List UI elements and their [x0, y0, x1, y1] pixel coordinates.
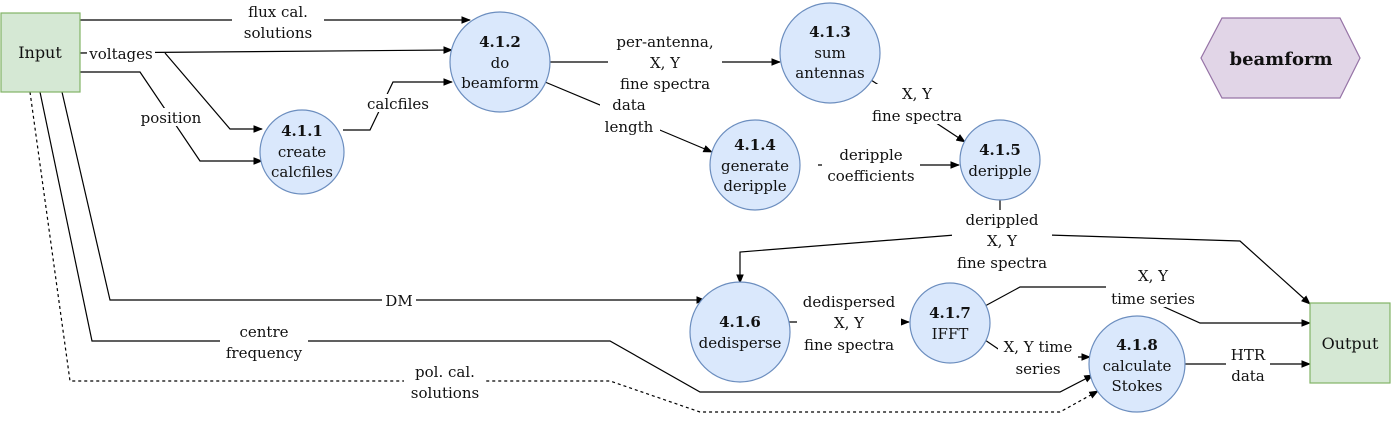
- flow-label-dm-text: DM: [385, 292, 412, 310]
- flow-label-pol-cal-line2: solutions: [411, 384, 479, 402]
- flow-label-dedispersed-line2: X, Y: [834, 314, 865, 332]
- flow-label-per-antenna-line3: fine spectra: [620, 75, 710, 93]
- flow-dm-line: [61, 91, 706, 304]
- flow-label-data-length-line2: length: [605, 118, 654, 136]
- flow-label-per-antenna: per-antenna, X, Y fine spectra: [608, 32, 722, 94]
- flow-label-data-length-line1: data: [612, 96, 646, 114]
- flow-derippled-to-output-line: [1047, 234, 1311, 305]
- process-4-1-7-line1: IFFT: [932, 325, 969, 343]
- input-label: Input: [18, 43, 62, 62]
- process-4-1-4: 4.1.4 generate deripple: [709, 119, 801, 211]
- flow-label-deripple-coeff: deripple coefficients: [822, 145, 920, 185]
- flow-label-time-series-line2: series: [1015, 360, 1060, 378]
- output-label: Output: [1322, 334, 1379, 353]
- beamform-tag-label: beamform: [1229, 49, 1332, 70]
- process-4-1-4-id: 4.1.4: [734, 136, 776, 154]
- flow-label-time-series-out-line2: time series: [1111, 290, 1195, 308]
- flow-label-deripple-coeff-line2: coefficients: [827, 167, 914, 185]
- flow-label-htr-line1: HTR: [1231, 346, 1266, 364]
- flow-label-pol-cal: pol. cal. solutions: [404, 362, 486, 402]
- flow-label-deripple-coeff-line1: deripple: [839, 146, 902, 164]
- flow-label-xy-fine: X, Y fine spectra: [868, 84, 966, 125]
- flow-label-calcfiles-text: calcfiles: [367, 95, 429, 113]
- flow-label-time-series-out: X, Y time series: [1106, 265, 1200, 308]
- process-4-1-6-line1: dedisperse: [699, 334, 782, 352]
- flow-label-xy-fine-line1: X, Y: [902, 85, 933, 103]
- process-4-1-5-line1: deripple: [968, 162, 1031, 180]
- process-4-1-3-line1: sum: [814, 44, 846, 62]
- beamform-tag: beamform: [1200, 17, 1361, 99]
- process-4-1-8-id: 4.1.8: [1116, 336, 1158, 354]
- process-4-1-8-line2: Stokes: [1112, 377, 1163, 395]
- process-4-1-6-id: 4.1.6: [719, 313, 761, 331]
- process-4-1-2: 4.1.2 do beamform: [449, 11, 551, 113]
- flow-label-position: position: [136, 108, 206, 127]
- flow-label-flux-cal-line2: solutions: [244, 24, 312, 42]
- flow-label-derippled-line1: derippled: [966, 211, 1039, 229]
- flow-label-dm: DM: [382, 291, 416, 310]
- process-4-1-7: 4.1.7 IFFT: [909, 282, 991, 364]
- flow-label-time-series-line1: X, Y time: [1004, 338, 1073, 356]
- flow-label-xy-fine-line2: fine spectra: [872, 107, 962, 125]
- flow-label-calcfiles: calcfiles: [362, 94, 434, 113]
- flow-label-time-series-out-line1: X, Y: [1138, 267, 1169, 285]
- process-4-1-1-line1: create: [278, 143, 326, 161]
- flow-pol-cal-line: [29, 91, 1099, 413]
- flow-label-per-antenna-line2: X, Y: [650, 54, 681, 72]
- flow-label-flux-cal-line1: flux cal.: [248, 3, 308, 21]
- flow-voltages-to-411-line: [164, 52, 263, 133]
- process-4-1-7-id: 4.1.7: [929, 304, 971, 322]
- flow-label-flux-cal: flux cal. solutions: [232, 2, 324, 42]
- process-4-1-8: 4.1.8 calculate Stokes: [1088, 315, 1186, 413]
- flow-label-time-series: X, Y time series: [998, 336, 1078, 378]
- flow-label-derippled-line3: fine spectra: [957, 254, 1047, 272]
- flow-label-dedispersed: dedispersed X, Y fine spectra: [797, 292, 901, 354]
- process-4-1-1: 4.1.1 create calcfiles: [259, 109, 345, 195]
- process-4-1-1-id: 4.1.1: [281, 122, 323, 140]
- flow-label-data-length: data length: [600, 95, 660, 136]
- flow-label-dedispersed-line3: fine spectra: [804, 336, 894, 354]
- flow-label-centre-freq-line1: centre: [239, 323, 288, 341]
- flow-label-pol-cal-line1: pol. cal.: [415, 363, 475, 381]
- flow-label-htr: HTR data: [1226, 345, 1270, 385]
- flow-label-voltages: voltages: [87, 44, 155, 63]
- flow-label-htr-line2: data: [1231, 367, 1265, 385]
- process-4-1-4-line2: deripple: [723, 177, 786, 195]
- flow-label-centre-freq: centre frequency: [220, 322, 308, 362]
- flow-label-per-antenna-line1: per-antenna,: [616, 33, 713, 51]
- process-4-1-5: 4.1.5 deripple: [959, 119, 1041, 201]
- process-4-1-3: 4.1.3 sum antennas: [779, 2, 881, 104]
- flow-label-derippled-line2: X, Y: [987, 232, 1018, 250]
- input-box: Input: [0, 12, 81, 93]
- process-4-1-3-id: 4.1.3: [809, 23, 851, 41]
- flow-label-derippled: derippled X, Y fine spectra: [952, 210, 1052, 272]
- flow-label-position-text: position: [141, 109, 202, 127]
- flow-label-dedispersed-line1: dedispersed: [803, 293, 896, 311]
- flow-label-centre-freq-line2: frequency: [226, 344, 303, 362]
- flow-derippled-to-416-line: [736, 234, 956, 284]
- process-4-1-6: 4.1.6 dedisperse: [689, 281, 791, 383]
- output-box: Output: [1309, 302, 1391, 384]
- process-4-1-4-line1: generate: [721, 157, 789, 175]
- process-4-1-1-line2: calcfiles: [271, 163, 333, 181]
- process-4-1-5-id: 4.1.5: [979, 141, 1021, 159]
- flow-label-voltages-text: voltages: [88, 45, 152, 63]
- process-4-1-2-line2: beamform: [461, 74, 539, 92]
- flow-centre-freq-line: [39, 91, 1094, 393]
- process-4-1-2-id: 4.1.2: [479, 33, 521, 51]
- process-4-1-2-line1: do: [491, 54, 510, 72]
- process-4-1-8-line1: calculate: [1103, 357, 1172, 375]
- process-4-1-3-line2: antennas: [795, 64, 864, 82]
